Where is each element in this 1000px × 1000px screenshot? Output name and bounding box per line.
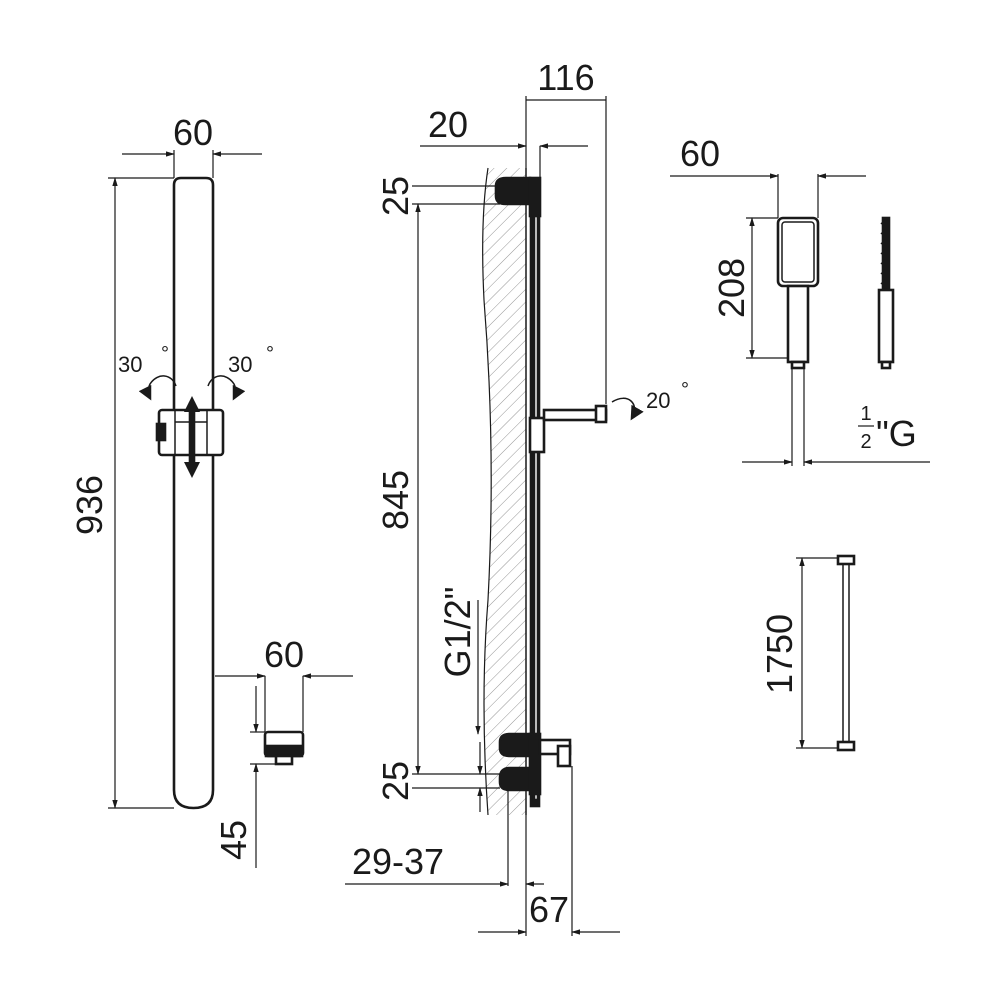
nozzle (800, 240, 805, 246)
total-depth-label: 116 (537, 57, 594, 98)
bar-width-label: 60 (173, 112, 213, 153)
svg-text:°: ° (161, 343, 169, 365)
head-width-label: 60 (680, 133, 720, 174)
rotation-left-label: 30 (118, 352, 142, 377)
nozzle (800, 248, 805, 254)
hose-length-label: 1750 (759, 614, 800, 694)
nozzle (785, 248, 790, 254)
wall-outlet-elbow: 60 45 (213, 634, 353, 868)
bottom-bracket (498, 732, 572, 796)
nozzle (807, 271, 813, 277)
handshower-holder (528, 404, 608, 454)
svg-text:1: 1 (860, 403, 871, 425)
hose-view: 1750 (759, 554, 856, 752)
nozzle (807, 256, 813, 262)
rotation-right-label: 30 (228, 352, 252, 377)
front-view: 60 936 30 ° 30 ° (69, 112, 353, 868)
top-fixing-label: 25 (375, 176, 416, 216)
bracket-depth-label: 20 (428, 104, 468, 145)
slider-block (155, 396, 225, 478)
wall-range-label: 29-37 (352, 841, 444, 882)
nozzle (807, 232, 813, 238)
svg-text:"G: "G (876, 413, 917, 454)
nozzle (807, 248, 813, 254)
thread-label: G1/2" (437, 587, 478, 678)
svg-text:2: 2 (860, 431, 871, 453)
nozzle (785, 264, 790, 269)
nozzle-grid (785, 225, 813, 277)
wall-section (482, 167, 527, 816)
outlet-height-label: 45 (213, 820, 254, 860)
nozzle (792, 248, 798, 254)
handle-rotation-indicator: 20 ° (611, 379, 689, 421)
nozzle (807, 225, 813, 230)
nozzle (792, 232, 798, 238)
bar-height-label: 936 (69, 475, 110, 535)
head-height-label: 208 (711, 258, 752, 318)
bar-height-dimension: 936 (69, 177, 174, 809)
nozzle (800, 256, 805, 262)
nozzle (800, 232, 805, 238)
bar-width-dimension: 60 (122, 112, 262, 178)
nozzle (785, 240, 790, 246)
handle-rotation-label: 20 (646, 388, 670, 413)
nozzle (800, 271, 805, 277)
nozzle (800, 225, 805, 230)
nozzle (785, 232, 790, 238)
hand-shower-head (776, 216, 820, 370)
nozzle (807, 264, 813, 269)
rotation-right-indicator: 30 ° (207, 343, 274, 401)
top-bracket (494, 176, 542, 218)
nozzle (785, 271, 790, 277)
nozzle (792, 264, 798, 269)
svg-text:°: ° (266, 343, 274, 365)
hand-shower-view: 60 208 1 2 "G (670, 133, 930, 466)
nozzle (792, 271, 798, 277)
nozzle (785, 225, 790, 230)
rotation-left-indicator: 30 ° (118, 343, 177, 401)
nozzle (785, 256, 790, 262)
connection-label: 1 2 "G (858, 403, 917, 454)
nozzle (800, 264, 805, 269)
hand-shower-side (877, 216, 895, 370)
svg-text:°: ° (681, 379, 689, 401)
outlet-width-label: 60 (264, 634, 304, 675)
outlet-depth-label: 67 (529, 889, 569, 930)
bottom-fixing-label: 25 (375, 761, 416, 801)
nozzle (792, 225, 798, 230)
slide-bar (172, 176, 215, 810)
nozzle (807, 240, 813, 246)
fixing-centers-label: 845 (375, 470, 416, 530)
nozzle (792, 240, 798, 246)
nozzle (792, 256, 798, 262)
side-view: 116 20 25 845 G1/2" 25 29-37 67 (345, 57, 689, 936)
